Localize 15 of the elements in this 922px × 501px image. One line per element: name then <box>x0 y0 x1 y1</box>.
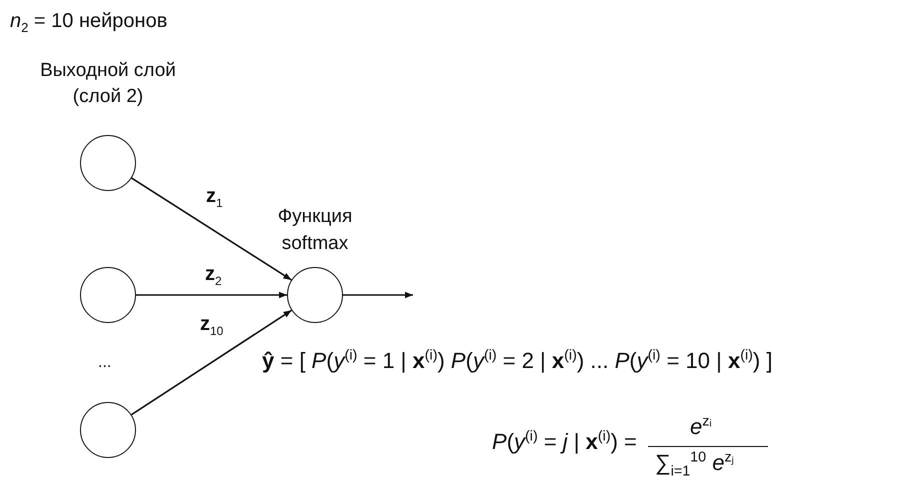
arrow <box>136 292 287 298</box>
arrow <box>343 292 413 298</box>
formula-text: ŷ = [ P(y$^{(i)}$ = 1 | x$^{(i)}$) P(y$^{(i)}$ = 2 | x$^{(i)}$) ... P(y$^{(i)}$ = 10 | x$^{(i)}$) ] <box>262 346 772 375</box>
formula-text: ∑$_{i=1}$$^{10}$ e$^{zⱼ}$ <box>655 448 734 482</box>
formula-text: e$^{zᵢ}$ <box>690 412 712 441</box>
arrow <box>131 177 292 281</box>
label-text: Выходной слой (слой 2) <box>39 59 177 109</box>
edge-label: z$_{1}$ <box>206 185 223 210</box>
formula-text: P(y$^{(i)}$ = j | x$^{(i)}$) = <box>492 428 637 456</box>
node-label: Функция softmax <box>276 205 354 256</box>
label-text: ... <box>98 353 112 373</box>
arrow <box>131 310 292 416</box>
edge-label: z$_{2}$ <box>205 263 222 288</box>
label-text: n$_{2}$ = 10 нейронов <box>10 9 168 37</box>
edge-label: z$_{10}$ <box>200 313 224 338</box>
